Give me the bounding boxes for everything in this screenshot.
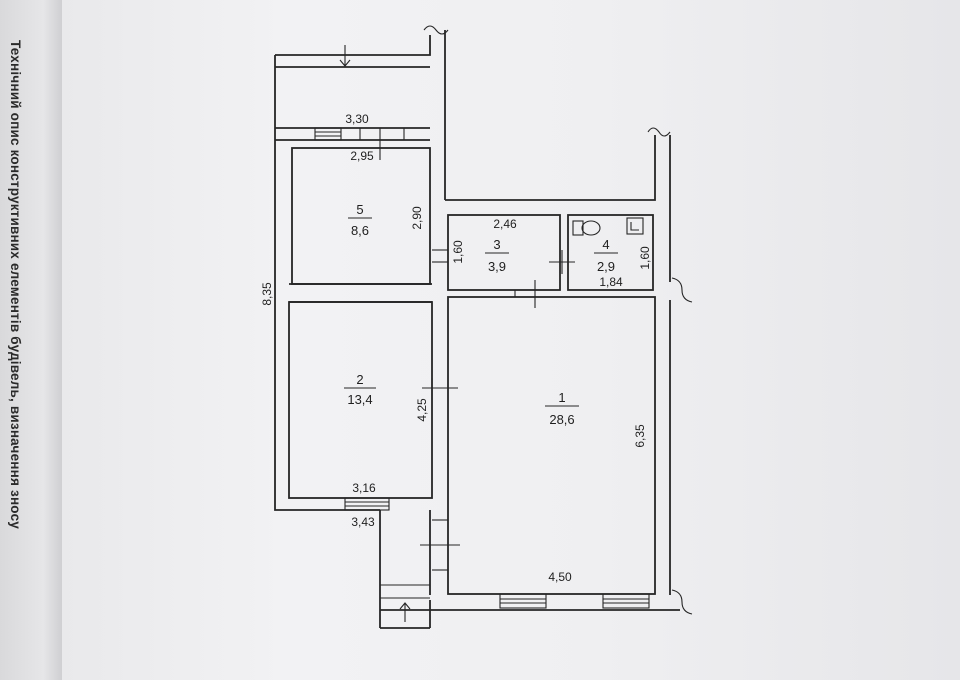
dim-635: 6,35 (633, 424, 647, 448)
sink-icon (626, 217, 644, 235)
dim-835: 8,35 (260, 282, 274, 306)
dim-425: 4,25 (415, 398, 429, 422)
dim-160-left: 1,60 (451, 240, 465, 264)
room-2-number: 2 (356, 372, 363, 387)
dim-290: 2,90 (410, 206, 424, 230)
room-4-number: 4 (602, 237, 609, 252)
dim-295: 2,95 (350, 149, 374, 163)
dim-316: 3,16 (352, 481, 376, 495)
entry-arrow (339, 45, 351, 67)
dim-343: 3,43 (351, 515, 375, 529)
entrance-stairs (380, 584, 430, 622)
room-5-area: 8,6 (351, 223, 369, 238)
paper-sheet (62, 0, 960, 680)
page-edge (0, 0, 62, 680)
room-5-number: 5 (356, 202, 363, 217)
room-3-number: 3 (493, 237, 500, 252)
room-1-number: 1 (558, 390, 565, 405)
side-caption: Технічний опис конструктивних елементів … (8, 40, 23, 529)
toilet-icon (572, 220, 601, 236)
door-marks (420, 249, 575, 571)
dim-330: 3,30 (345, 112, 369, 126)
outer-walls (274, 30, 680, 629)
room-3-outline (447, 214, 561, 291)
dim-246: 2,46 (493, 217, 517, 231)
room-2-area: 13,4 (347, 392, 372, 407)
balcony-marks (359, 128, 405, 160)
dim-184: 1,84 (599, 275, 623, 289)
room-4-area: 2,9 (597, 259, 615, 274)
room-4-outline (567, 214, 654, 291)
room-3-area: 3,9 (488, 259, 506, 274)
dim-160-right: 1,60 (638, 246, 652, 270)
room-1-area: 28,6 (549, 412, 574, 427)
room-1-outline (447, 296, 656, 595)
break-symbols (423, 25, 693, 615)
windows (314, 127, 650, 609)
dim-450: 4,50 (548, 570, 572, 584)
